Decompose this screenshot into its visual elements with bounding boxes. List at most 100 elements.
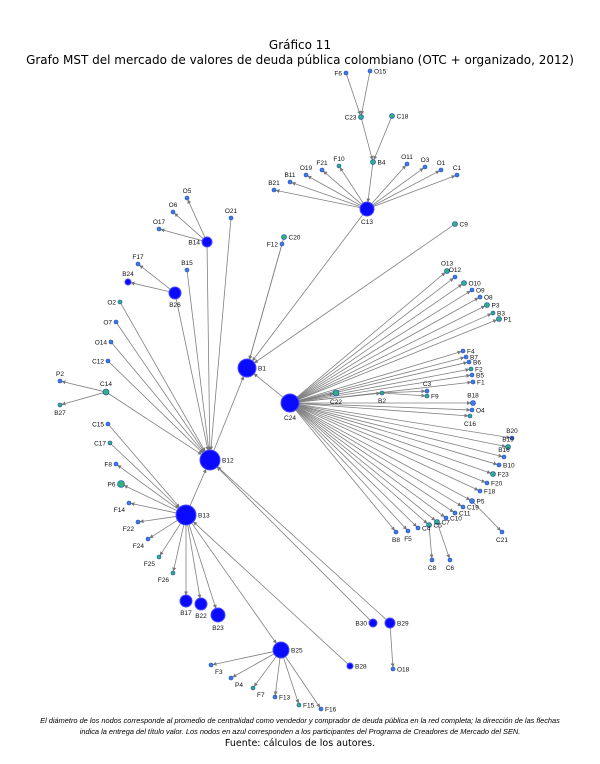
node-marker <box>424 388 430 394</box>
node-label: B24 <box>122 271 134 278</box>
edge-C13-B21 <box>275 189 361 208</box>
edge-C5-C8 <box>428 527 434 559</box>
edge-C13-O11 <box>371 165 406 205</box>
node-F2: F2 <box>468 366 483 373</box>
node-label: B25 <box>291 647 303 654</box>
node-marker <box>201 236 213 248</box>
node-P5: P5 <box>469 498 485 505</box>
node-marker <box>319 167 325 173</box>
node-label: F22 <box>123 526 135 533</box>
node-F8: F8 <box>104 461 119 468</box>
node-O3: O3 <box>421 157 430 170</box>
node-label: F4 <box>467 348 475 355</box>
node-C22: C22 <box>330 389 342 406</box>
node-label: C13 <box>361 219 373 226</box>
node-C12: C12 <box>92 358 111 365</box>
node-F6: F6 <box>334 70 349 77</box>
node-marker <box>250 685 256 691</box>
edge-C13-O19 <box>307 175 362 206</box>
node-label: C11 <box>459 510 471 517</box>
node-label: C23 <box>345 114 357 121</box>
node-marker <box>113 461 119 467</box>
node-marker <box>422 164 428 170</box>
node-C21: C21 <box>496 529 508 544</box>
node-label: C16 <box>464 421 476 428</box>
node-marker <box>210 607 226 623</box>
node-B27: B27 <box>54 402 66 417</box>
edge-B25-F15 <box>283 657 300 704</box>
edge-C24-C7 <box>296 408 436 521</box>
node-label: C9 <box>460 221 469 228</box>
node-marker <box>404 161 410 167</box>
node-marker <box>280 393 300 413</box>
node-marker <box>194 597 208 611</box>
edge-C14-B27 <box>61 392 104 406</box>
node-F5: F5 <box>404 528 412 543</box>
node-F9: F9 <box>424 393 439 400</box>
edge-C24-C11 <box>297 407 454 513</box>
node-marker <box>470 379 476 385</box>
edge-B28-B13 <box>193 521 349 665</box>
edge-B14-O6 <box>174 213 204 239</box>
node-marker <box>463 354 469 360</box>
node-marker <box>57 378 63 384</box>
node-marker <box>484 302 490 308</box>
edge-C24-O9 <box>297 290 471 399</box>
node-label: O5 <box>183 188 192 195</box>
node-F12: F12 <box>267 241 285 248</box>
node-O14: O14 <box>95 339 114 346</box>
edge-B13-F8 <box>117 464 179 510</box>
node-O2: O2 <box>107 299 123 306</box>
node-C1: C1 <box>453 165 462 178</box>
node-P3: P3 <box>484 302 500 309</box>
node-marker <box>168 286 182 300</box>
edge-C24-B2 <box>298 391 381 403</box>
node-label: O17 <box>153 219 166 226</box>
edge-C24-B19 <box>298 404 506 448</box>
edge-C24-F18 <box>297 406 479 491</box>
edge-C24-B1 <box>253 373 284 398</box>
edge-C24-B8 <box>295 409 396 531</box>
node-label: F3 <box>215 669 223 676</box>
edge-C24-B5 <box>298 373 471 403</box>
node-C16: C16 <box>464 413 476 428</box>
edge-B14-B12 <box>206 246 212 451</box>
node-C13: C13 <box>359 201 375 226</box>
edge-C24-B6 <box>298 361 468 402</box>
edge-C14-B12 <box>108 393 202 455</box>
node-label: B22 <box>195 613 207 620</box>
node-F20: F20 <box>484 480 503 487</box>
node-label: C12 <box>92 358 104 365</box>
node-label: C1 <box>453 165 462 172</box>
edge-C24-F5 <box>295 409 407 530</box>
node-marker <box>424 393 430 399</box>
node-B19: B19 <box>502 437 514 450</box>
node-C24: C24 <box>280 393 300 422</box>
node-marker <box>443 515 449 521</box>
node-marker <box>208 662 214 668</box>
node-O15: O15 <box>367 68 387 75</box>
node-marker <box>296 702 302 708</box>
edge-O14-B12 <box>111 343 204 453</box>
node-F24: F24 <box>133 536 151 550</box>
edge-B13-B12 <box>189 468 207 506</box>
node-label: B19 <box>502 437 514 444</box>
node-marker <box>170 570 176 576</box>
node-label: B4 <box>378 159 386 166</box>
node-label: C18 <box>397 113 409 120</box>
edge-B13-B25 <box>191 522 277 644</box>
node-marker <box>113 319 119 325</box>
node-F23: F23 <box>490 471 509 478</box>
node-label: O10 <box>469 280 482 287</box>
edge-B4-C13 <box>366 164 374 203</box>
edge-C24-F20 <box>298 406 486 483</box>
node-P6: P6 <box>108 480 125 488</box>
node-F13: F13 <box>272 694 291 701</box>
node-label: B11 <box>284 172 295 179</box>
node-marker <box>318 706 324 712</box>
edge-B13-B22 <box>187 524 202 599</box>
node-B4: B4 <box>370 159 386 166</box>
node-marker <box>272 641 290 659</box>
